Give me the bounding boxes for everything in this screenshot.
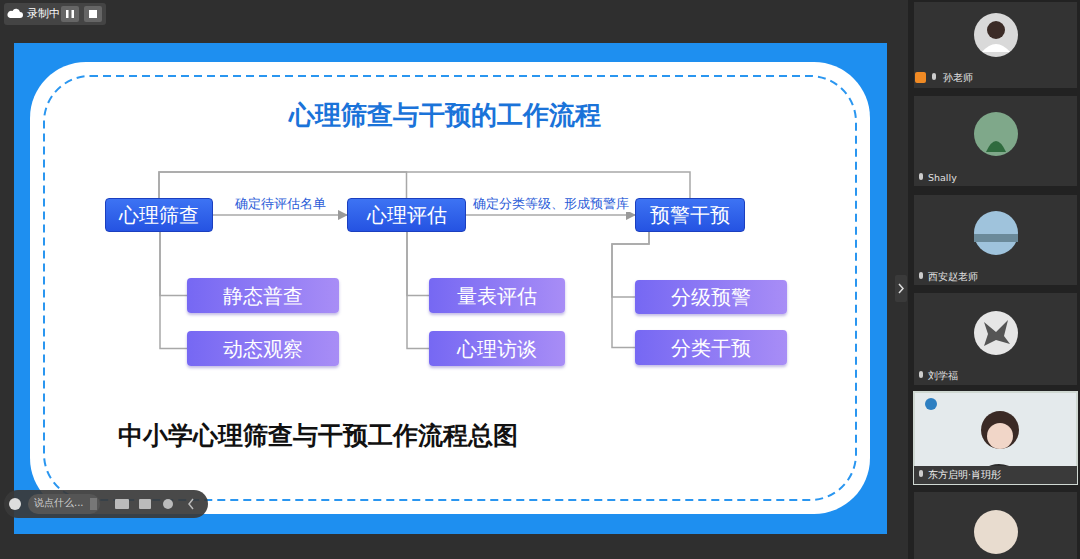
slide-caption: 中小学心理筛查与干预工作流程总图 xyxy=(118,419,518,452)
mic-icon xyxy=(932,73,936,80)
avatar-hair xyxy=(987,21,1005,39)
box-label: 动态观察 xyxy=(223,337,303,361)
camera-icon xyxy=(115,499,129,509)
box-label: 量表评估 xyxy=(457,284,537,308)
connector xyxy=(159,172,690,198)
mic-icon xyxy=(919,371,923,378)
box-label: 心理筛查 xyxy=(119,203,199,227)
chevron-icon xyxy=(899,284,903,293)
step-box: 量表评估 xyxy=(429,278,565,313)
pause-bar xyxy=(72,10,75,18)
slide-frame xyxy=(14,43,887,534)
connector xyxy=(213,214,347,216)
pause-button xyxy=(61,6,79,22)
stop-button xyxy=(84,6,102,22)
avatar xyxy=(974,311,1018,355)
avatar xyxy=(974,510,1018,554)
box-label: 静态普查 xyxy=(223,284,303,308)
video-tile xyxy=(914,195,1077,285)
edge-label: 确定分类等级、形成预警库 xyxy=(471,196,631,212)
stage-box: 预警干预 xyxy=(635,198,745,232)
box-label: 心理评估 xyxy=(367,203,447,227)
step-box: 心理访谈 xyxy=(429,331,565,366)
participant-name: 东方启明·肖玥彤 xyxy=(928,469,1001,480)
connector xyxy=(159,172,407,198)
active-video-tile xyxy=(914,392,1077,484)
slide-title: 心理筛查与干预的工作流程 xyxy=(289,98,601,133)
avatar-figure xyxy=(986,141,1006,152)
emoji-icon xyxy=(9,498,21,510)
video-tile xyxy=(914,293,1077,385)
box-label: 分级预警 xyxy=(671,285,751,309)
logo-mark xyxy=(925,398,937,410)
scroll-tab xyxy=(90,498,97,510)
chat-placeholder: 说点什么... xyxy=(34,497,84,509)
participant-name: Shally xyxy=(928,172,957,183)
host-icon xyxy=(915,72,926,83)
avatar-leaf xyxy=(984,320,1010,346)
participant-name: 刘学福 xyxy=(928,370,958,381)
speaker-face xyxy=(987,423,1013,449)
side-panel xyxy=(908,0,1080,559)
avatar xyxy=(974,112,1018,156)
recording-badge xyxy=(4,3,106,25)
pause-bar xyxy=(66,10,69,18)
name-bar xyxy=(914,466,1077,484)
connector xyxy=(466,214,635,216)
stop-square xyxy=(89,10,97,18)
step-box: 动态观察 xyxy=(187,331,339,366)
dashed-border xyxy=(44,76,856,500)
speaker-hair xyxy=(981,411,1019,449)
participant-name: 西安赵老师 xyxy=(928,271,978,282)
stage-box: 心理评估 xyxy=(347,198,466,232)
step-box: 分级预警 xyxy=(635,280,787,314)
collapse-handle xyxy=(895,275,907,302)
step-box: 分类干预 xyxy=(635,330,787,365)
avatar xyxy=(974,13,1018,57)
cloud-icon xyxy=(8,9,23,18)
video-tile xyxy=(914,96,1077,186)
connector xyxy=(407,232,429,296)
avatar-body xyxy=(982,44,1010,52)
connector xyxy=(407,232,429,349)
recording-status: 录制中 xyxy=(27,7,60,20)
edge-label: 确定待评估名单 xyxy=(233,196,328,212)
mic-icon xyxy=(919,173,923,180)
mic-icon xyxy=(919,470,923,477)
slide-panel xyxy=(30,62,870,514)
stage-box: 心理筛查 xyxy=(105,198,213,232)
back-icon xyxy=(189,499,193,509)
participant-name: 孙老师 xyxy=(943,72,973,83)
mic-icon xyxy=(919,272,923,279)
more-icon xyxy=(163,499,173,509)
chat-toolbar xyxy=(4,490,208,518)
step-box: 静态普查 xyxy=(187,278,339,313)
avatar xyxy=(974,211,1018,255)
message-icon xyxy=(139,499,151,509)
box-label: 分类干预 xyxy=(671,336,751,360)
box-label: 预警干预 xyxy=(650,203,730,227)
video-tile xyxy=(914,492,1077,559)
box-label: 心理访谈 xyxy=(457,337,537,361)
avatar-landscape xyxy=(974,234,1018,242)
connector xyxy=(160,232,187,296)
connector xyxy=(160,232,187,349)
video-tile xyxy=(914,2,1077,88)
chat-input xyxy=(28,494,100,514)
